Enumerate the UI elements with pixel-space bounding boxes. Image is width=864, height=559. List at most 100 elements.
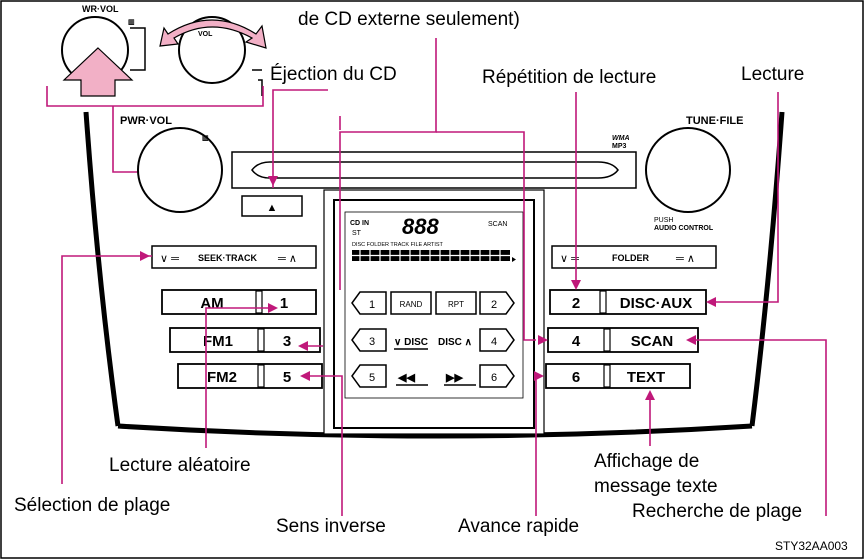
preset-6-button[interactable] [479,364,515,388]
preset-4-label: 4 [491,336,497,348]
preset-5-button[interactable] [351,364,387,388]
fm1-button[interactable] [169,327,321,353]
figure-code: STY32AA003 [775,539,848,553]
fm2-divider [257,364,265,388]
inset-bracket-lead [112,106,142,173]
inset-bracket [46,86,264,107]
inset-knob-label: WR·VOL [82,4,119,14]
fm1-preset-num: 3 [283,333,291,350]
mp3-label: MP3 [612,143,627,150]
display-button-row-1: 1 RAND RPT 2 [351,291,515,315]
scan-button[interactable] [547,327,699,353]
arrowhead-play [706,297,716,307]
leader-arrowheads [140,176,716,400]
display-segment-row [352,250,516,262]
left-preset-row-3: FM2 5 [177,363,323,389]
arrowhead-text [645,390,655,400]
folder-label: FOLDER [612,253,649,263]
am-label: AM [200,295,223,312]
rewind-button[interactable]: ◀◀ [397,372,415,384]
leader-top-left [339,38,437,290]
seek-down-icon: ∨ ═ [160,253,179,265]
caption-affichage-1: Affichage de [594,451,699,472]
inset-slot-left [130,27,146,71]
text-button[interactable] [545,363,691,389]
eject-icon: ▲ [267,202,278,214]
disc-down-button[interactable]: ∨ DISC [394,337,428,348]
preset-6-label: 6 [491,372,497,384]
rpt-button[interactable] [435,291,477,315]
arrowhead-preset4 [538,335,548,345]
tune-file-label: TUNE·FILE [686,115,743,127]
preset-3-label: 3 [369,336,375,348]
panel-bottom-edge [117,423,753,439]
caption-lecture: Lecture [741,64,804,85]
push-label: PUSH [654,217,673,224]
display-button-row-2: 3 ∨ DISC DISC ∧ 4 [351,328,515,352]
right-preset-row-3: 6 TEXT [545,363,691,389]
leader-top-right [436,131,536,341]
rand-button[interactable] [390,291,432,315]
display-inner [344,211,524,399]
text-divider [603,364,611,388]
disc-aux-label: DISC·AUX [620,295,693,312]
leader-play [708,92,779,303]
fast-forward-button[interactable]: ▶▶ [445,372,463,384]
leader-lines [61,38,827,516]
preset-4-button[interactable] [479,328,515,352]
eject-button[interactable] [241,195,303,217]
scan-indicator: SCAN [488,221,507,228]
scan-label: SCAN [631,333,674,350]
rotate-arrow-icon [159,19,267,49]
preset-1-button[interactable] [351,291,387,315]
text-label: TEXT [627,369,665,386]
display-digits: 888 [402,214,439,239]
leader-selection [61,255,152,484]
disc-up-button[interactable]: DISC ∧ [438,337,472,348]
preset-5-label: 5 [369,372,375,384]
display-header: DISC FOLDER TRACK FILE ARTIST [352,242,444,248]
pwr-vol-knob[interactable] [137,127,223,213]
arrowhead-eject [268,176,278,186]
arrowhead-random [268,303,278,313]
preset-2-button[interactable] [479,291,515,315]
caption-top-partial: de CD externe seulement) [298,9,520,30]
seek-track-button[interactable] [151,245,317,269]
text-preset-num: 6 [572,369,580,386]
scan-preset-num: 4 [572,333,581,350]
caption-repetition: Répétition de lecture [482,67,656,88]
am-divider [255,290,263,314]
arrowhead-reverse [300,371,310,381]
preset-3-button[interactable] [351,328,387,352]
disc-aux-button[interactable] [549,289,707,315]
radio-panel: PWR·VOL ▥ ▲ TUNE·FILE WMA MP3 PUSH AUDIO… [83,111,785,439]
caption-avance: Avance rapide [458,516,579,537]
scan-divider [603,328,611,352]
am-button[interactable] [161,289,317,315]
fm1-label: FM1 [203,333,233,350]
fm1-divider [257,328,265,352]
arrowhead-search [686,335,696,345]
rand-label: RAND [400,300,423,309]
tune-file-knob[interactable] [645,127,731,213]
caption-affichage-2: message texte [594,476,718,497]
leader-random [205,307,276,448]
caption-aleatoire: Lecture aléatoire [109,455,251,476]
leader-reverse [302,375,343,516]
inset-knob2-label: VOL [198,31,213,38]
preset-1-label: 1 [369,299,375,311]
cd-slot [251,161,619,179]
caption-inverse: Sens inverse [276,516,386,537]
stereo-indicator: ST [352,230,362,237]
folder-button[interactable] [551,245,717,269]
disc-aux-divider [599,290,607,314]
fm2-button[interactable] [177,363,323,389]
left-preset-row-2: FM1 3 [169,327,321,353]
preset-2-label: 2 [491,299,497,311]
fm2-label: FM2 [207,369,237,386]
leader-search [688,339,827,516]
right-preset-row-1: 2 DISC·AUX [549,289,707,315]
inset-edge-mark2 [258,79,263,96]
inset-slot-label: ▥ [128,19,135,26]
